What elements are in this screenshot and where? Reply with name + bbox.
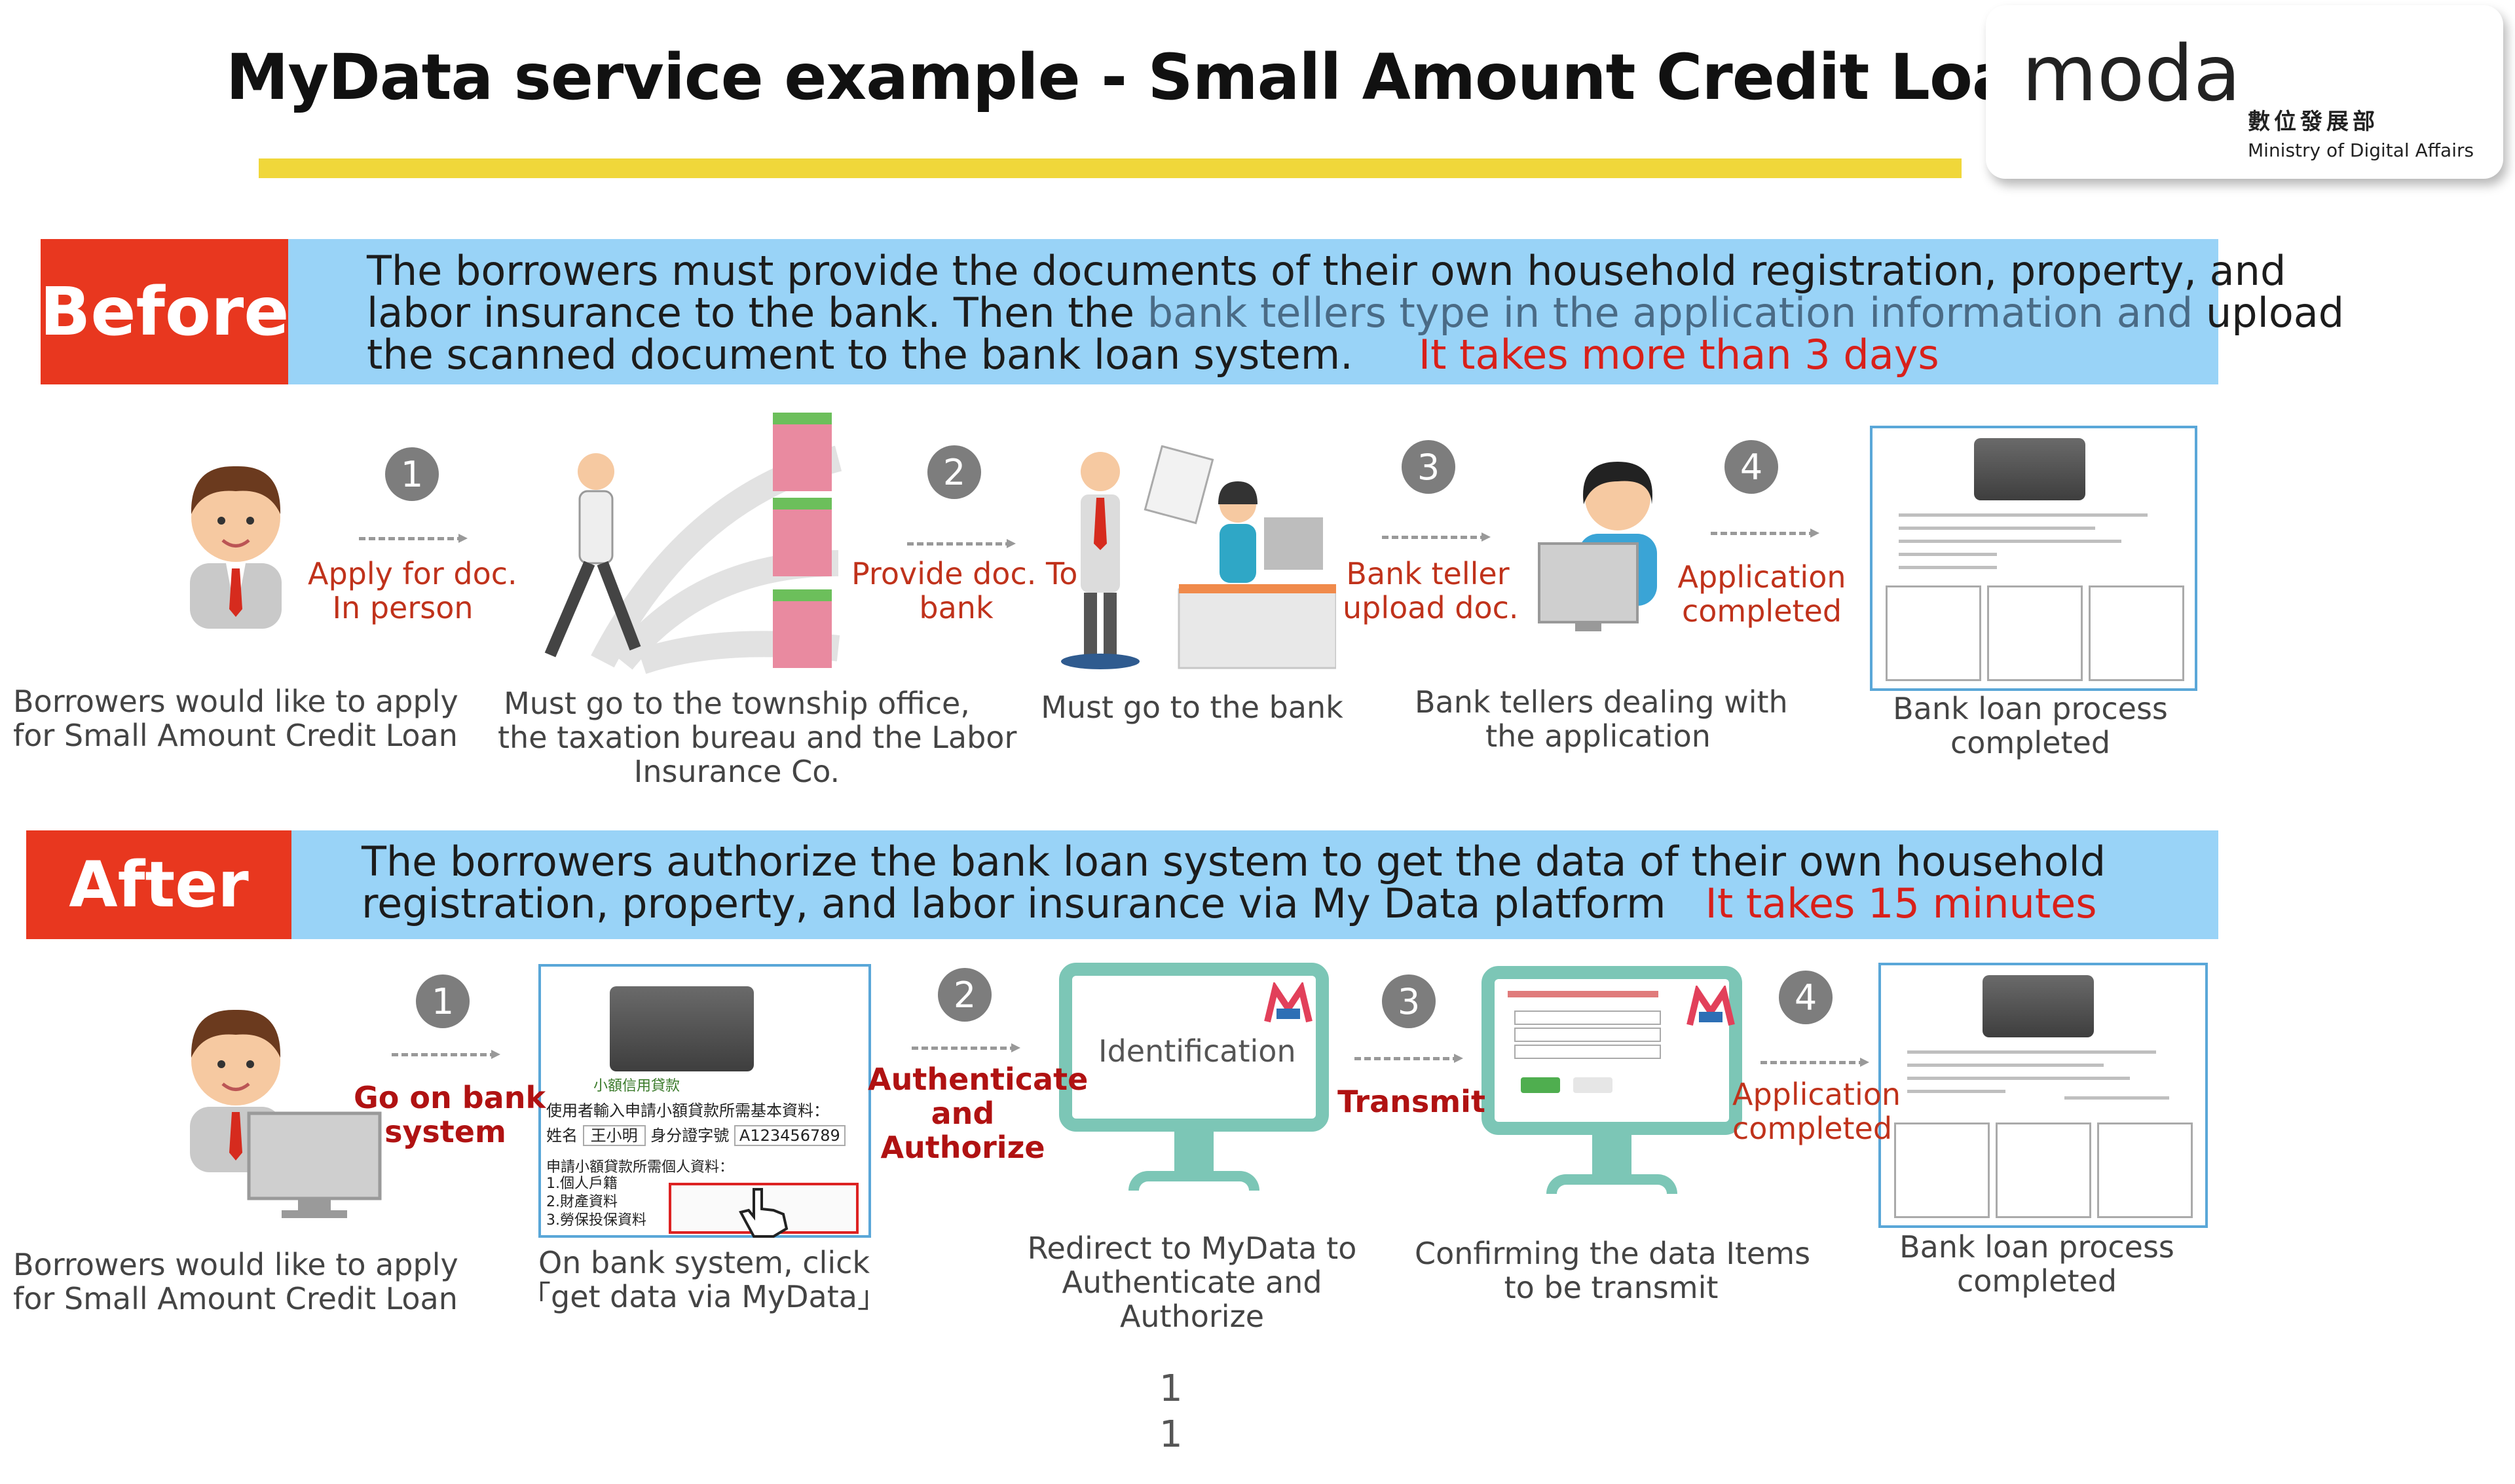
- before-step-3-badge: 3: [1402, 440, 1455, 494]
- bank-loan-document-after: [1878, 963, 2208, 1228]
- form-items: 1.個人戶籍 2.財產資料 3.勞保投保資料: [546, 1175, 646, 1230]
- before-caption-4: Bank tellers dealing with the applicatio…: [1415, 685, 1781, 753]
- before-time: It takes more than 3 days: [1419, 331, 1939, 379]
- page-title: MyData service example - Small Amount Cr…: [226, 41, 2058, 114]
- after-step-4-badge: 4: [1779, 971, 1833, 1024]
- form-line-1: 使用者輸入申請小額貸款所需基本資料：: [546, 1098, 829, 1121]
- after-step-3-arrow: [1354, 1057, 1459, 1060]
- after-step-4-arrow: [1760, 1061, 1865, 1064]
- mydata-confirm-monitor: [1481, 966, 1742, 1195]
- after-step-3-badge: 3: [1382, 974, 1436, 1028]
- form-line-3: 申請小額貸款所需個人資料：: [546, 1155, 734, 1176]
- after-description: The borrowers authorize the bank loan sy…: [362, 841, 2106, 925]
- before-line-2b: bank tellers type in the application inf…: [1147, 289, 2206, 337]
- before-step-4-label: Application completed: [1677, 560, 1847, 628]
- person-at-bank-icon: [1048, 445, 1336, 675]
- before-caption-3: Must go to the bank: [1022, 690, 1362, 724]
- before-line-2c: upload: [2206, 289, 2344, 337]
- before-step-2-label: Provide doc. To bank: [851, 557, 1061, 625]
- before-label: Before: [41, 239, 288, 384]
- after-step-1-arrow: [392, 1053, 496, 1056]
- logo-wordmark: moda: [2022, 28, 2241, 119]
- before-step-2-arrow: [907, 542, 1012, 546]
- after-step-1-label: Go on bank system: [354, 1081, 537, 1149]
- confirm-button[interactable]: [1521, 1077, 1560, 1093]
- bank-teller-icon: [1526, 452, 1683, 635]
- after-line-2: registration, property, and labor insura…: [362, 883, 2106, 925]
- mydata-identification-monitor: Identification: [1059, 963, 1329, 1192]
- before-step-4-badge: 4: [1724, 440, 1778, 494]
- mydata-logo-icon: [1685, 986, 1737, 1031]
- before-step-4-arrow: [1711, 532, 1816, 535]
- before-step-1-badge: 1: [385, 447, 439, 501]
- form-id-field: A123456789: [734, 1125, 846, 1146]
- before-description: The borrowers must provide the documents…: [367, 250, 2344, 376]
- form-section-title: 小額信用貸款: [593, 1074, 680, 1095]
- before-caption-1: Borrowers would like to apply for Small …: [13, 684, 452, 752]
- before-line-3: the scanned document to the bank loan sy…: [367, 334, 2344, 376]
- after-label: After: [26, 830, 291, 939]
- after-step-3-label: Transmit: [1336, 1085, 1487, 1119]
- after-line-2-text: registration, property, and labor insura…: [362, 880, 1666, 927]
- title-underline: [259, 158, 1962, 178]
- after-step-4-label: Application completed: [1732, 1077, 1890, 1145]
- after-caption-4: Confirming the data Items to be transmit: [1415, 1236, 1808, 1305]
- borrower-person-icon: [170, 452, 301, 629]
- before-step-1-label: Apply for doc. In person: [308, 557, 498, 625]
- walking-person-buildings-icon: [524, 399, 851, 675]
- bank-loan-document-before: [1870, 426, 2197, 691]
- before-line-1: The borrowers must provide the documents…: [367, 250, 2344, 292]
- before-line-3-text: the scanned document to the bank loan sy…: [367, 331, 1353, 379]
- before-step-2-badge: 2: [927, 445, 981, 499]
- form-name-field: 王小明: [583, 1125, 646, 1146]
- after-time: It takes 15 minutes: [1705, 880, 2097, 927]
- logo-chinese-name: 數位發展部: [2248, 103, 2379, 136]
- after-step-2-label: Authenticate and Authorize: [868, 1062, 1058, 1164]
- before-caption-5: Bank loan process completed: [1873, 692, 2188, 760]
- before-line-2a: labor insurance to the bank. Then the: [367, 289, 1147, 337]
- form-name-row: 姓名 王小明 身分證字號 A123456789: [546, 1122, 846, 1145]
- identification-text: Identification: [1098, 1033, 1296, 1069]
- after-caption-3: Redirect to MyData to Authenticate and A…: [1002, 1231, 1382, 1333]
- before-caption-2: Must go to the township office, the taxa…: [498, 686, 976, 788]
- logo-english-name: Ministry of Digital Affairs: [2248, 139, 2474, 161]
- before-step-3-arrow: [1382, 536, 1487, 539]
- hand-cursor-icon: [734, 1183, 793, 1238]
- after-caption-5: Bank loan process completed: [1880, 1230, 2194, 1298]
- page-number-line-1: 1: [1159, 1367, 1183, 1410]
- cancel-button[interactable]: [1573, 1077, 1612, 1093]
- after-caption-1: Borrowers would like to apply for Small …: [13, 1248, 452, 1316]
- moda-logo: moda 數位發展部 Ministry of Digital Affairs: [1986, 5, 2503, 179]
- after-caption-2: On bank system, click 「get data via MyDa…: [508, 1246, 901, 1314]
- after-step-1-badge: 1: [416, 974, 470, 1028]
- after-step-2-arrow: [912, 1047, 1016, 1050]
- mydata-logo-icon: [1262, 982, 1314, 1028]
- bank-system-form: 小額信用貸款 使用者輸入申請小額貸款所需基本資料： 姓名 王小明 身分證字號 A…: [538, 964, 871, 1238]
- after-step-2-badge: 2: [938, 968, 992, 1022]
- after-line-1: The borrowers authorize the bank loan sy…: [362, 841, 2106, 883]
- before-step-1-arrow: [359, 537, 464, 540]
- page-number-line-2: 1: [1159, 1413, 1183, 1456]
- before-line-2: labor insurance to the bank. Then the ba…: [367, 292, 2344, 334]
- before-step-3-label: Bank teller upload doc.: [1343, 557, 1513, 625]
